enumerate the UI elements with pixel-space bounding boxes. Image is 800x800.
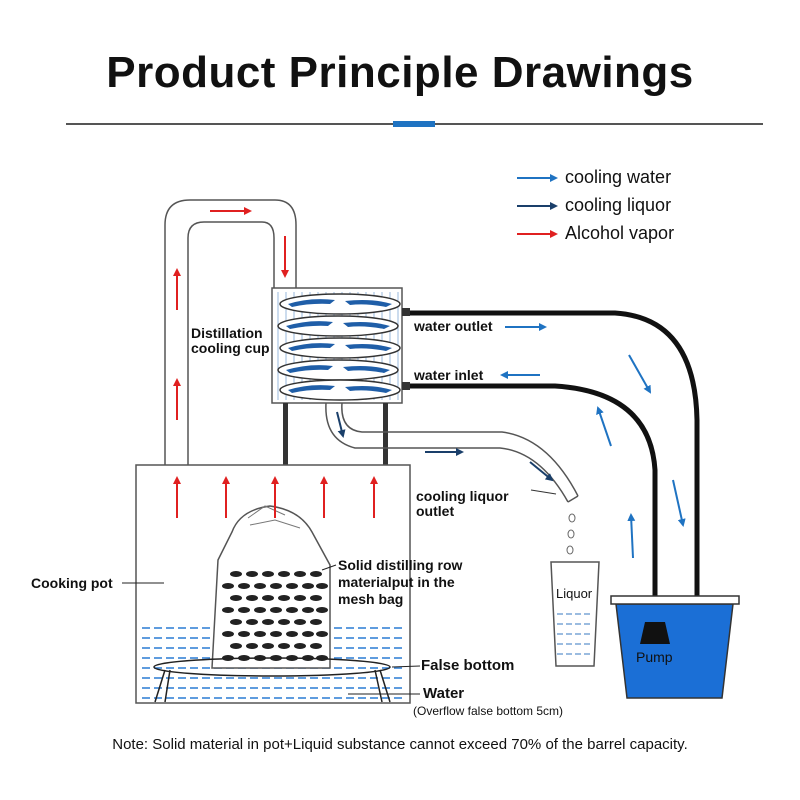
legend-arrows	[517, 174, 558, 238]
label-liquor-outlet-1: cooling liquor	[416, 488, 509, 504]
liquor-drops	[566, 513, 576, 555]
pot-vapor-arrows	[173, 476, 378, 518]
false-bottom	[153, 657, 391, 677]
water-hoses	[410, 310, 700, 668]
condenser-supports	[283, 403, 388, 465]
liquor-glass	[550, 561, 600, 667]
label-overflow: (Overflow false bottom 5cm)	[413, 704, 564, 718]
label-liquor-outlet-2: outlet	[416, 503, 455, 519]
page-title: Product Principle Drawings	[106, 48, 694, 97]
liquor-outlet-leader	[530, 489, 557, 495]
vapor-pipe	[164, 199, 297, 465]
label-material-1: Solid distilling row	[338, 557, 463, 573]
label-water-outlet: water outlet	[414, 318, 493, 334]
legend-cooling-liquor: cooling liquor	[565, 195, 672, 215]
label-water-inlet: water inlet	[414, 367, 484, 383]
leader-lines	[122, 564, 421, 695]
label-distillation-2: cooling cup	[191, 340, 270, 356]
label-cooking-pot: Cooking pot	[31, 575, 113, 591]
condenser	[271, 287, 410, 404]
label-distillation-1: Distillation	[191, 325, 263, 341]
label-false-bottom: False bottom	[421, 657, 515, 674]
mesh-bag-material	[222, 571, 328, 661]
label-material-3: mesh bag	[338, 591, 404, 607]
pot-water-lines	[142, 627, 404, 699]
pump-bucket	[610, 595, 740, 699]
liquor-flow-arrows	[336, 411, 554, 482]
label-pump: Pump	[636, 649, 673, 665]
title-divider-accent	[393, 121, 435, 127]
pump-icon	[640, 622, 670, 644]
label-liquor: Liquor	[556, 586, 593, 601]
label-water: Water	[423, 685, 465, 702]
vapor-pipe-arrows	[173, 207, 289, 420]
legend-alcohol-vapor: Alcohol vapor	[565, 223, 675, 243]
cooking-pot	[135, 464, 411, 704]
legend-cooling-water: cooling water	[565, 167, 672, 187]
label-material-2: materialput in the	[338, 574, 455, 590]
water-flow-arrows	[500, 323, 686, 559]
capacity-note: Note: Solid material in pot+Liquid subst…	[112, 736, 688, 753]
